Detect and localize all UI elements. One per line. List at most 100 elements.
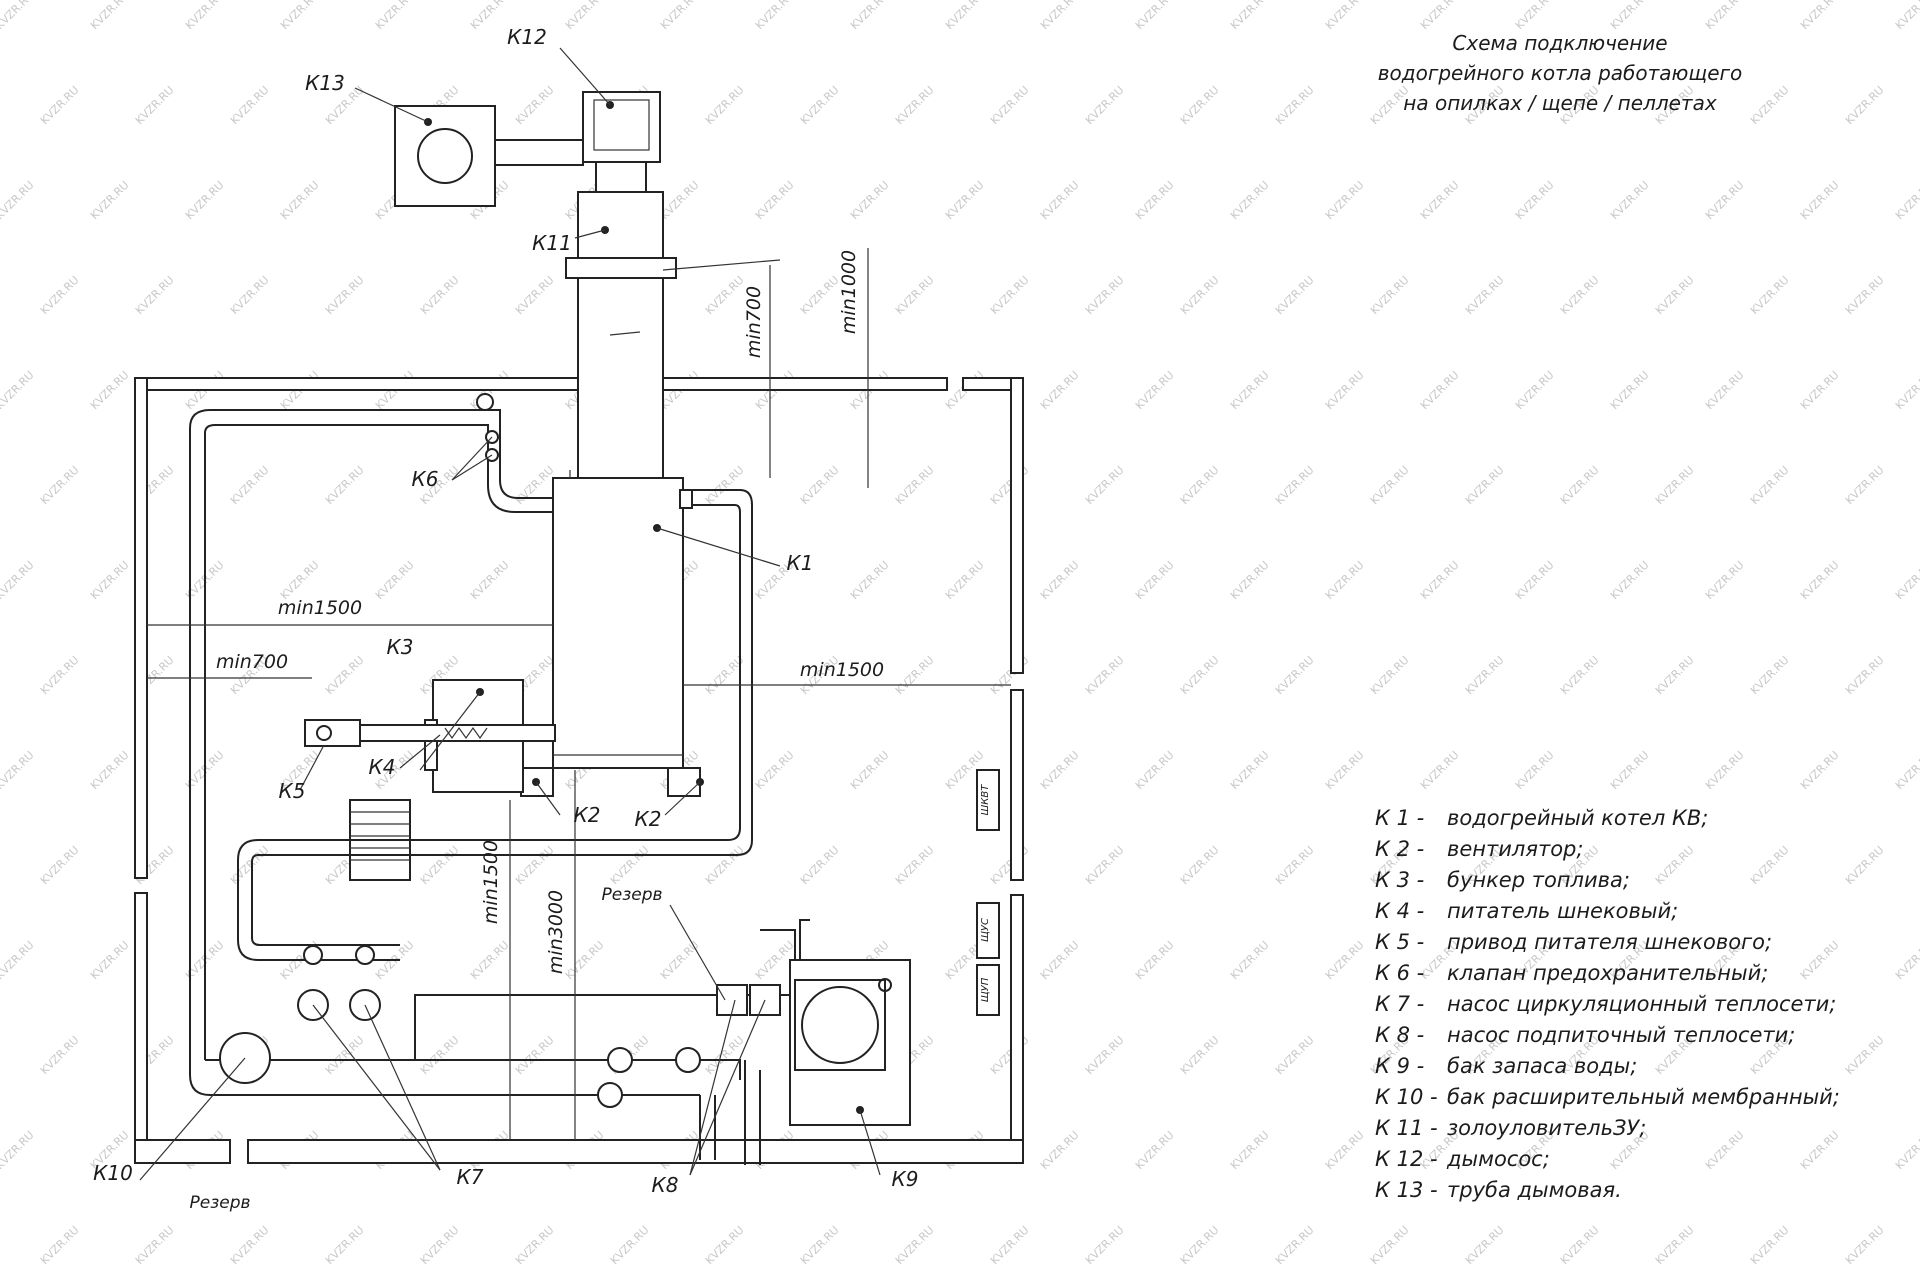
watermark-text: KVZR.RU <box>608 1223 652 1267</box>
watermark-text: KVZR.RU <box>0 748 37 792</box>
watermark-text: KVZR.RU <box>278 0 322 32</box>
legend-code: К 2 - <box>1375 837 1424 861</box>
watermark-text: KVZR.RU <box>563 938 607 982</box>
watermark-text: KVZR.RU <box>1558 653 1602 697</box>
watermark-text: KVZR.RU <box>1893 0 1920 32</box>
pump-1-valve <box>303 945 323 965</box>
watermark-text: KVZR.RU <box>0 0 37 32</box>
leader-k7b <box>364 1004 441 1171</box>
watermark-text: KVZR.RU <box>1418 0 1462 32</box>
watermark-text: KVZR.RU <box>1323 178 1367 222</box>
watermark-text: KVZR.RU <box>1798 178 1842 222</box>
label-k9: К9 <box>892 1167 919 1191</box>
watermark-text: KVZR.RU <box>1368 1223 1412 1267</box>
wall-left-upper <box>134 377 148 879</box>
dim-min1000-chimney: min1000 <box>838 250 860 334</box>
feeder-drive-motor <box>316 725 332 741</box>
watermark-text: KVZR.RU <box>1843 273 1887 317</box>
electrical-panels: ШКВТ ЩУС ЩУП <box>976 769 1000 1016</box>
watermark-text: KVZR.RU <box>38 1223 82 1267</box>
leader-k12 <box>559 47 611 106</box>
chimney-assembly <box>394 91 677 479</box>
watermark-text: KVZR.RU <box>1133 178 1177 222</box>
watermark-text: KVZR.RU <box>513 463 557 507</box>
watermark-text: KVZR.RU <box>1608 558 1652 602</box>
legend-code: К 12 - <box>1375 1147 1438 1171</box>
watermark-text: KVZR.RU <box>133 83 177 127</box>
watermark-text: KVZR.RU <box>1798 1128 1842 1172</box>
watermark-text: KVZR.RU <box>1513 0 1557 32</box>
component-labels: К12 К13 К11 К6 К1 К3 К4 К5 К2 К2 Резерв … <box>93 25 918 1213</box>
watermark-text: KVZR.RU <box>1653 1223 1697 1267</box>
watermark-text: KVZR.RU <box>1133 558 1177 602</box>
watermark-text: KVZR.RU <box>1513 368 1557 412</box>
label-k2-right: К2 <box>635 807 662 831</box>
watermark-text: KVZR.RU <box>1133 748 1177 792</box>
dimension-labels: min700 min1000 min1500 min700 min1500 mi… <box>216 250 884 974</box>
label-k3: К3 <box>387 635 414 659</box>
watermark-text: KVZR.RU <box>1463 463 1507 507</box>
watermark-text: KVZR.RU <box>513 843 557 887</box>
watermark-text: KVZR.RU <box>893 273 937 317</box>
watermark-text: KVZR.RU <box>38 843 82 887</box>
label-reserve-bottom: Резерв <box>189 1193 250 1213</box>
watermark-text: KVZR.RU <box>418 1223 462 1267</box>
watermark-text: KVZR.RU <box>848 0 892 32</box>
title-line-2: водогрейного котла работающего <box>1378 61 1743 85</box>
watermark-text: KVZR.RU <box>38 463 82 507</box>
dim-min1500-front: min1500 <box>480 840 502 924</box>
legend-text: дымосос; <box>1446 1147 1550 1171</box>
watermark-text: KVZR.RU <box>38 1033 82 1077</box>
watermark-text: KVZR.RU <box>228 273 272 317</box>
watermark-text: KVZR.RU <box>1798 0 1842 32</box>
watermark-text: KVZR.RU <box>1038 1128 1082 1172</box>
watermark-text: KVZR.RU <box>1038 558 1082 602</box>
watermark-text: KVZR.RU <box>468 0 512 32</box>
watermark-text: KVZR.RU <box>373 0 417 32</box>
watermark-text: KVZR.RU <box>1228 938 1272 982</box>
watermark-text: KVZR.RU <box>988 1033 1032 1077</box>
dim-min3000: min3000 <box>545 890 567 974</box>
watermark-text: KVZR.RU <box>1843 463 1887 507</box>
watermark-text: KVZR.RU <box>1843 653 1887 697</box>
watermark-text: KVZR.RU <box>183 178 227 222</box>
leader-k4 <box>399 734 441 769</box>
fans-k2 <box>520 767 704 797</box>
label-k10: К10 <box>93 1161 133 1185</box>
watermark-text: KVZR.RU <box>1273 273 1317 317</box>
watermark-text: KVZR.RU <box>38 653 82 697</box>
watermark-text: KVZR.RU <box>1178 843 1222 887</box>
watermark-text: KVZR.RU <box>278 178 322 222</box>
flue-break-mark <box>609 331 641 336</box>
bottom-main-lower <box>189 1074 700 1096</box>
panel-shkvt <box>976 769 1000 831</box>
line-valve-2 <box>675 1047 701 1073</box>
watermark-text: KVZR.RU <box>1653 463 1697 507</box>
heating-pipes <box>189 409 801 1165</box>
safety-valve-1 <box>476 393 494 411</box>
label-k1: К1 <box>787 551 814 575</box>
panel-shup-label: ЩУП <box>980 977 991 1002</box>
watermark-text: KVZR.RU <box>1083 1223 1127 1267</box>
dim-min700-chimney: min700 <box>743 286 765 358</box>
bottom-main-ext <box>230 1059 741 1080</box>
leader-k8a <box>689 999 736 1176</box>
watermark-text: KVZR.RU <box>1228 178 1272 222</box>
fan-right <box>667 767 701 797</box>
wall-right-lower <box>1010 894 1024 1164</box>
watermark-text: KVZR.RU <box>893 83 937 127</box>
watermark-text: KVZR.RU <box>893 653 937 697</box>
watermark-text: KVZR.RU <box>228 83 272 127</box>
watermark-text: KVZR.RU <box>1748 1223 1792 1267</box>
wall-left-lower <box>134 892 148 1164</box>
dimension-lines <box>147 248 1011 1140</box>
watermark-text: KVZR.RU <box>513 83 557 127</box>
flue-pipe <box>577 277 664 479</box>
watermark-text: KVZR.RU <box>1703 0 1747 32</box>
feeder-drive <box>304 719 361 747</box>
watermark-text: KVZR.RU <box>658 0 702 32</box>
watermark-text: KVZR.RU <box>1558 273 1602 317</box>
dim-chimney-ext <box>662 259 781 271</box>
exhaust-duct <box>495 139 584 166</box>
title-line-3: на опилках / щепе / пеллетах <box>1403 91 1717 115</box>
